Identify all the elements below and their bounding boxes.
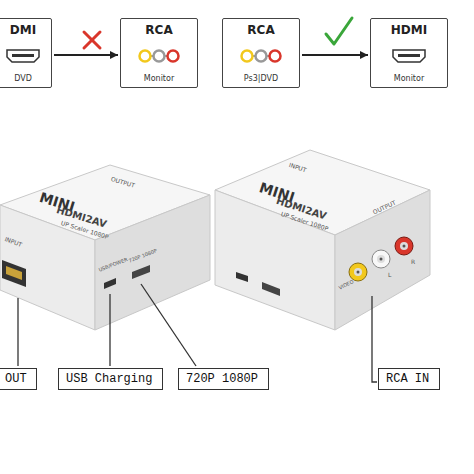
device-marking: 720P 1080P xyxy=(128,248,158,263)
jack-pin xyxy=(357,271,360,274)
converter-left xyxy=(0,165,210,330)
jack-yellow xyxy=(349,263,367,281)
signal-arrow xyxy=(302,54,368,56)
rca-jack xyxy=(349,263,367,281)
rca-jack xyxy=(395,237,413,255)
port-name: DMI xyxy=(10,23,36,37)
port-name: RCA xyxy=(145,23,172,37)
jack-inner xyxy=(400,242,408,250)
callout-text: USB Charging xyxy=(66,372,155,386)
port-name: HDMI xyxy=(391,23,427,37)
rca-plug xyxy=(168,50,179,61)
check-mark xyxy=(326,18,352,44)
hdmi-plug-shape xyxy=(393,50,425,62)
callout-box: RCA IN xyxy=(378,368,440,390)
cross-stroke xyxy=(84,32,100,48)
device-marking: VIDEO xyxy=(338,279,354,290)
resolution-switch xyxy=(262,282,280,296)
leader-line xyxy=(109,294,110,366)
device-box: DMI DVD xyxy=(0,18,52,88)
rca-plug xyxy=(140,50,151,61)
converter-right xyxy=(215,150,430,330)
callout-box: USB Charging xyxy=(58,368,163,390)
device-marking: INPUT xyxy=(288,162,307,173)
rca-icon xyxy=(137,46,181,66)
hdmi-icon xyxy=(1,46,45,66)
jack-pin xyxy=(403,245,406,248)
rca-plug xyxy=(154,50,165,61)
device-face xyxy=(0,205,95,330)
jack-white xyxy=(372,250,390,268)
device-marking: OUTPUT xyxy=(372,200,397,216)
callout-box: OUT xyxy=(0,368,37,390)
leader-line xyxy=(372,296,377,382)
device-marking: USB/POWER xyxy=(98,257,128,273)
callout-text: OUT xyxy=(5,372,29,386)
device-name: Ps3|DVD xyxy=(244,74,278,83)
device-face xyxy=(335,190,430,330)
jack-red xyxy=(395,237,413,255)
device-box: HDMI Monitor xyxy=(370,18,448,88)
hdmi-port xyxy=(2,260,26,287)
port-name: RCA xyxy=(247,23,274,37)
usb-slot xyxy=(104,278,116,289)
cross-stroke xyxy=(84,32,100,48)
device-box: RCA Ps3|DVD xyxy=(222,18,300,88)
signal-arrow xyxy=(54,54,118,56)
device-marking: R xyxy=(411,259,415,265)
rca-plug xyxy=(270,50,281,61)
device-name: DVD xyxy=(14,74,32,83)
cross-mark xyxy=(84,32,100,48)
rca-plug xyxy=(256,50,267,61)
device-box: RCA Monitor xyxy=(120,18,198,88)
rca-jack xyxy=(372,250,390,268)
device-marking: INPUT xyxy=(4,236,23,248)
hdmi-icon xyxy=(387,46,431,66)
leader-line xyxy=(17,298,18,366)
callout-box: 720P 1080P xyxy=(178,368,269,390)
hdmi-pins xyxy=(398,54,420,57)
device-face xyxy=(95,195,210,330)
resolution-switch xyxy=(132,265,150,279)
hdmi-port-pins xyxy=(6,266,22,280)
callout-text: 720P 1080P xyxy=(186,372,261,386)
hdmi-pins xyxy=(12,54,34,57)
usb-slot xyxy=(236,272,248,282)
device-name: Monitor xyxy=(394,74,424,83)
device-marking: OUTPUT xyxy=(110,176,135,189)
device-name: Monitor xyxy=(144,74,174,83)
jack-pin xyxy=(380,258,383,261)
jack-inner xyxy=(354,268,362,276)
device-face xyxy=(215,190,335,330)
leader-line xyxy=(141,284,196,366)
rca-plug xyxy=(242,50,253,61)
jack-inner xyxy=(377,255,385,263)
device-marking: L xyxy=(388,272,391,278)
callout-text: RCA IN xyxy=(386,372,432,386)
rca-icon xyxy=(239,46,283,66)
hdmi-plug-shape xyxy=(7,50,39,62)
